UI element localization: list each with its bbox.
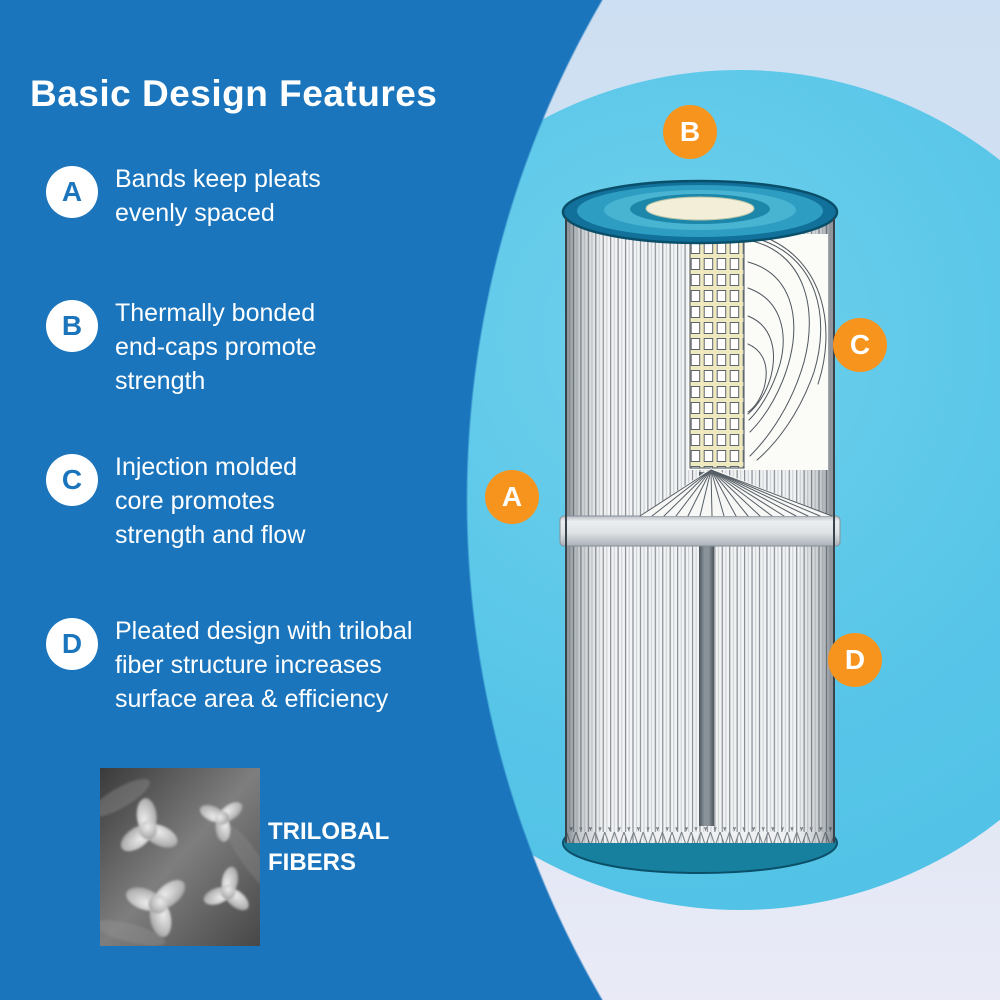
feature-text-a: Bands keep pleats evenly spaced [115,165,321,227]
feature-text-b: Thermally bonded end-caps promote streng… [115,299,317,395]
pleat-fan-lines [639,469,833,517]
feature-badge-b: B [46,300,98,352]
diagram-marker-band: A [485,470,539,524]
feature-badge-c: C [46,454,98,506]
diagram-marker-core: C [833,318,887,372]
feature-item-d: D Pleated design with trilobal fiber str… [46,614,425,716]
feature-text-c: Injection molded core promotes strength … [115,453,306,549]
feature-text-d: Pleated design with trilobal fiber struc… [115,617,413,713]
feature-badge-a: A [46,166,98,218]
cutaway-core [639,234,833,517]
feature-item-c: C Injection molded core promotes strengt… [46,450,350,552]
diagram-marker-pleats: D [828,633,882,687]
feature-item-b: B Thermally bonded end-caps promote stre… [46,296,365,398]
cylinder-edges [565,218,835,843]
trilobal-fibers-label: TRILOBAL FIBERS [268,818,389,876]
trilobal-fiber-shapes [120,798,249,938]
page-title: Basic Design Features [30,72,438,114]
diagram-marker-end-cap: B [663,105,717,159]
feature-badge-d: D [46,618,98,670]
feature-item-a: A Bands keep pleats evenly spaced [46,162,355,230]
pleat-fan-backdrop [640,468,832,516]
center-band [559,515,841,547]
top-end-cap [561,179,839,245]
trilobal-fibers-image [100,768,260,946]
